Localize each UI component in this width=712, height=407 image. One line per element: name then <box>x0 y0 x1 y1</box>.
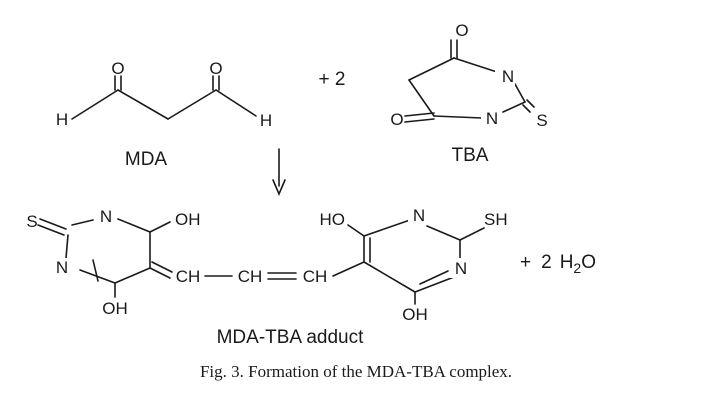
product-hydroxyl-4: OH <box>402 305 428 324</box>
product-nitrogen-3: N <box>413 206 425 225</box>
product-linker-ch-3: CH <box>303 267 328 286</box>
figure-caption: Fig. 3. Formation of the MDA-TBA complex… <box>199 362 513 381</box>
tba-label: TBA <box>452 145 489 166</box>
tba-nitrogen-1: N <box>502 67 514 86</box>
product-hydroxyl-1: OH <box>175 210 201 229</box>
tba-nitrogen-2: N <box>486 109 498 128</box>
product-hydroxyl-2: OH <box>102 299 128 318</box>
tba-oxygen-top: O <box>455 21 468 40</box>
product-thiol: SH <box>484 210 508 229</box>
tba-structure: N N O O S <box>390 21 547 130</box>
product-structure: S N N OH OH CH CH CH HO N SH N OH <box>26 205 508 324</box>
mda-label: MDA <box>125 149 168 170</box>
product-nitrogen-4: N <box>455 259 467 278</box>
tba-oxygen-left: O <box>390 110 403 129</box>
product-linker-ch-2: CH <box>238 267 263 286</box>
tba-sulfur: S <box>536 111 547 130</box>
reaction-arrow <box>272 148 286 197</box>
mda-hydrogen-right: H <box>260 111 272 130</box>
product-linker-ch-1: CH <box>176 267 201 286</box>
mda-oxygen-1: O <box>111 59 124 78</box>
mda-hydrogen-left: H <box>56 110 68 129</box>
product-hydroxyl-3: HO <box>320 210 346 229</box>
mda-structure: O O H H <box>56 59 272 130</box>
reactant-coefficient: + 2 <box>319 69 346 90</box>
product-label: MDA-TBA adduct <box>217 327 364 348</box>
product-nitrogen-2: N <box>56 258 68 277</box>
mda-oxygen-2: O <box>209 59 222 78</box>
product-nitrogen-1: N <box>100 207 112 226</box>
product-sulfur: S <box>26 212 37 231</box>
